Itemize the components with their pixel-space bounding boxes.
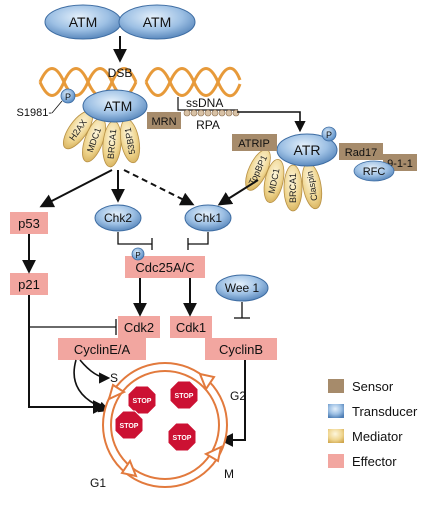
p21-label: p21 <box>18 277 40 292</box>
p21-box <box>10 273 48 295</box>
phase-g1-label: G1 <box>90 476 106 490</box>
chk1-label: Chk1 <box>194 211 222 225</box>
stop-text-1: STOP <box>133 398 152 405</box>
cycle-arrowheads <box>107 372 223 478</box>
legend-sensor-label: Sensor <box>352 379 394 394</box>
atm-dimer-right-label: ATM <box>143 14 172 30</box>
rad17-label: Rad17 <box>345 147 377 159</box>
brca1-label: BRCA1 <box>106 129 119 160</box>
phase-g2-label: G2 <box>230 389 246 403</box>
mrn-label: MRN <box>151 116 176 128</box>
arrow-cyclin-b-to-cycle <box>219 360 246 447</box>
cdk2-label: Cdk2 <box>124 320 154 335</box>
wee1-node <box>215 274 269 302</box>
legend-mediator-swatch <box>328 429 344 443</box>
atm-dimer-left-label: ATM <box>69 14 98 30</box>
arrow-cyclin-ea-to-s <box>79 359 111 384</box>
legend: Sensor Transducer Mediator Effector <box>328 379 418 469</box>
cdc25-label: Cdc25A/C <box>135 260 194 275</box>
rpa-beads <box>183 109 240 117</box>
cyclin-b-box <box>205 338 277 360</box>
dsb-label: DSB <box>108 66 133 80</box>
atrip-label: ATRIP <box>238 138 270 150</box>
rad17-box <box>339 143 383 160</box>
cdk1-box <box>170 316 212 338</box>
stop-sign-1: STOP <box>127 385 157 415</box>
phospho-p-icon <box>60 88 76 104</box>
cyclin-ea-label: CyclinE/A <box>74 342 131 357</box>
stop-text-3: STOP <box>175 393 194 400</box>
stop-text-4: STOP <box>173 435 192 442</box>
phase-m-label: M <box>224 467 234 481</box>
stop-signs: STOP STOP STOP STOP <box>114 380 199 452</box>
phase-s-label: S <box>110 371 118 385</box>
legend-effector-label: Effector <box>352 454 397 469</box>
phospho-p-cdc25-icon <box>131 247 145 261</box>
ssdna-rpa: ssDNA RPA <box>177 96 240 132</box>
atm-active-label: ATM <box>104 98 133 114</box>
wee1-label: Wee 1 <box>225 281 260 295</box>
legend-sensor-swatch <box>328 379 344 393</box>
atr-complex: TopBP1 MDC1 BRCA1 Claspin ATR P ATRIP Ra… <box>232 126 417 212</box>
cyclin-b-label: CyclinB <box>219 342 263 357</box>
atr-label: ATR <box>294 142 321 158</box>
phospho-p-atr-icon <box>321 126 337 142</box>
cdk2-box <box>118 316 160 338</box>
p-label-atm: P <box>65 92 71 102</box>
cdc25-box <box>125 256 205 278</box>
legend-effector-swatch <box>328 454 344 468</box>
brca1-atr-label: BRCA1 <box>288 173 298 203</box>
rpa-label: RPA <box>196 118 220 132</box>
atm-dimer: ATM ATM <box>44 4 196 40</box>
stop-sign-3: STOP <box>169 380 199 410</box>
effector-arrows <box>22 234 197 317</box>
p53-box <box>10 212 48 234</box>
p-label-atr: P <box>326 130 332 140</box>
legend-transducer-swatch <box>328 404 344 418</box>
cdk1-label: Cdk1 <box>176 320 206 335</box>
arrow-cyclin-ea-to-cycle <box>73 359 111 413</box>
p53-label: p53 <box>18 216 40 231</box>
ssdna-label: ssDNA <box>186 96 223 110</box>
stop-sign-4: STOP <box>167 422 197 452</box>
p-label-cdc25: P <box>135 251 140 260</box>
cyclin-ea-box <box>58 338 146 360</box>
atrip-box <box>232 134 277 151</box>
arrow-ssdna-to-atr <box>237 111 306 133</box>
atm-complex: H2AX MDC1 BRCA1 53BP1 ATM P S1981- MRN <box>17 88 181 168</box>
s1981-label: S1981- <box>17 107 53 119</box>
nine-one-one-label: 9-1-1 <box>387 158 413 170</box>
cell-cycle: S G2 M G1 <box>90 362 246 490</box>
arrow-p21-to-cycle <box>28 295 107 414</box>
legend-transducer-label: Transducer <box>352 404 418 419</box>
legend-mediator-label: Mediator <box>352 429 403 444</box>
inhibition-p21-cdk2 <box>28 295 116 328</box>
activation-arrows <box>39 169 259 208</box>
bp53-label: 53BP1 <box>123 127 138 155</box>
effectors: p53 p21 Cdc25A/C P Cdk2 CyclinE/A Cdk1 C… <box>10 212 277 360</box>
stop-sign-2: STOP <box>114 410 144 440</box>
stop-text-2: STOP <box>120 423 139 430</box>
transducers: Chk2 Chk1 <box>94 204 232 232</box>
mrn-box <box>147 112 181 129</box>
inhibition-to-cdc25 <box>117 232 209 250</box>
chk2-label: Chk2 <box>104 211 132 225</box>
rfc-label: RFC <box>363 166 386 178</box>
